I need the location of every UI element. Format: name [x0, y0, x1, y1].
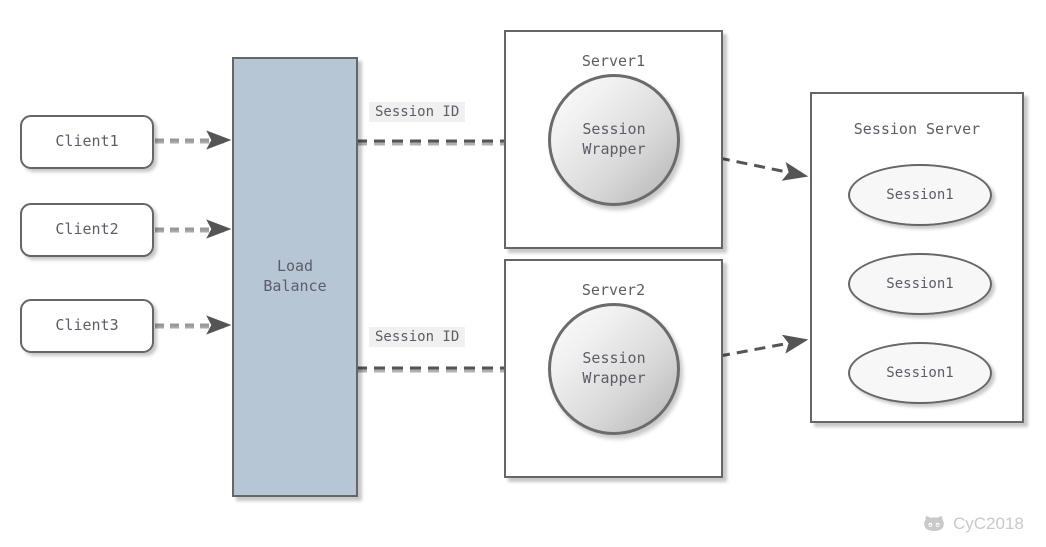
server1-session-wrapper[interactable]: Session Wrapper: [548, 74, 680, 206]
load-balance-label: Load Balance: [263, 257, 327, 295]
github-octocat-icon: [922, 512, 946, 536]
server1-session-wrapper-label: Session Wrapper: [582, 120, 646, 158]
server2-session-wrapper-label: Session Wrapper: [582, 349, 646, 387]
session-node-1-label: Session1: [886, 186, 954, 203]
edge-client1-to-load-balance: [155, 130, 232, 150]
client-node-2-label: Client2: [55, 220, 119, 239]
session-node-3[interactable]: Session1: [848, 342, 992, 404]
session-server-title: Session Server: [853, 120, 981, 138]
session-server-container[interactable]: Session Server Session1 Session1 Session…: [810, 92, 1024, 423]
edge-label-session-id-1: Session ID: [369, 102, 466, 122]
edge-label-session-id-2: Session ID: [369, 327, 466, 347]
session-node-2-label: Session1: [886, 275, 954, 292]
edge-client3-to-load-balance: [155, 315, 232, 335]
client-node-2[interactable]: Client2: [20, 203, 154, 257]
client-node-1[interactable]: Client1: [20, 115, 154, 169]
edge-label-text-1: Session ID: [375, 104, 460, 120]
load-balance-node[interactable]: Load Balance: [232, 57, 358, 497]
server2-title: Server2: [581, 281, 646, 299]
server2-container[interactable]: Server2 Session Wrapper: [504, 259, 723, 478]
watermark-text: CyC2018: [953, 514, 1024, 533]
server1-title: Server1: [581, 52, 646, 70]
session-node-3-label: Session1: [886, 364, 954, 381]
client-node-1-label: Client1: [55, 132, 119, 151]
client-node-3-label: Client3: [55, 316, 119, 335]
client-node-3[interactable]: Client3: [20, 299, 154, 353]
edge-client2-to-load-balance: [155, 219, 232, 239]
session-node-2[interactable]: Session1: [848, 253, 992, 315]
edge-label-text-2: Session ID: [375, 329, 460, 345]
watermark: CyC2018: [922, 512, 1024, 536]
session-node-1[interactable]: Session1: [848, 164, 992, 226]
server2-session-wrapper[interactable]: Session Wrapper: [548, 303, 680, 435]
server1-container[interactable]: Server1 Session Wrapper: [504, 30, 723, 249]
